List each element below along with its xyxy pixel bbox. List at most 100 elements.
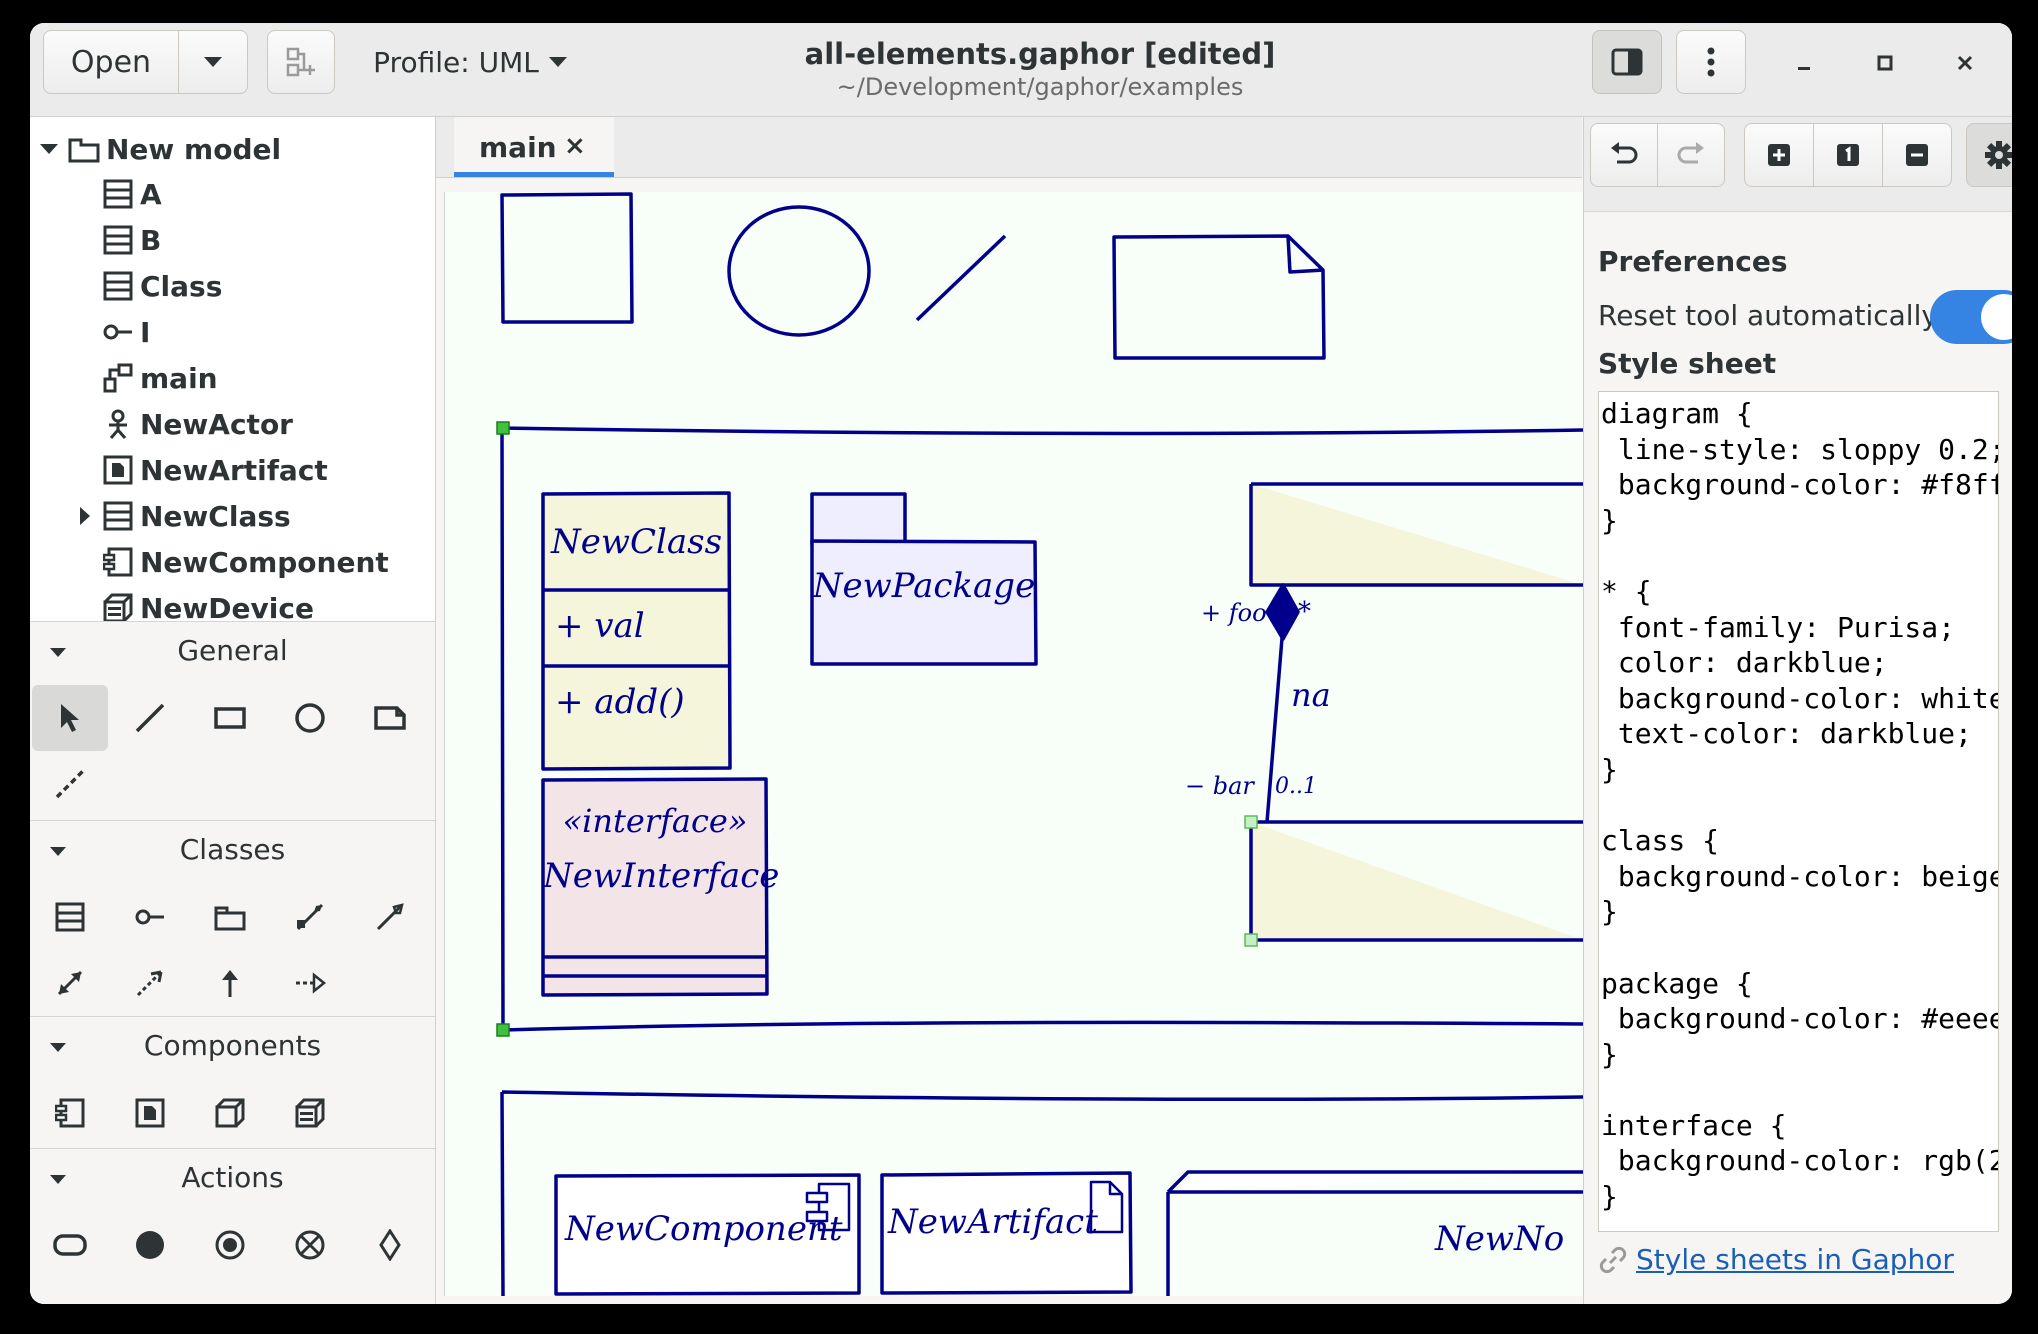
tool-artifact[interactable] [112, 1080, 188, 1146]
tool-node[interactable] [192, 1080, 268, 1146]
tool-generalization[interactable] [32, 950, 108, 1016]
toolbox-section-components[interactable]: Components [30, 1016, 435, 1079]
tree-item-a[interactable]: A [102, 172, 162, 216]
tool-realization[interactable] [272, 950, 348, 1016]
tree-item-label: NewComponent [140, 545, 389, 579]
tree-item-newartifact[interactable]: NewArtifact [102, 448, 328, 492]
maximize-button[interactable] [1865, 43, 1905, 83]
tree-item-newclass[interactable]: NewClass [80, 494, 291, 538]
container-shape-bottom[interactable] [500, 1090, 1583, 1296]
stylesheet-help-link[interactable]: Style sheets in Gaphor [1598, 1243, 1954, 1276]
tool-component[interactable] [32, 1080, 108, 1146]
window-title: all-elements.gaphor [edited] [804, 37, 1276, 71]
tool-inheritance[interactable] [192, 950, 268, 1016]
toolbox-section-actions[interactable]: Actions [30, 1148, 435, 1211]
tool-device[interactable] [272, 1080, 348, 1146]
tool-ellipse[interactable] [272, 685, 348, 751]
chevron-down-icon [50, 1043, 66, 1052]
line-shape[interactable] [915, 234, 1007, 322]
redo-icon [1677, 142, 1704, 164]
class-icon [102, 178, 134, 210]
open-recent-dropdown-button[interactable] [178, 30, 248, 94]
stylesheet-text[interactable]: diagram { line-style: sloppy 0.2; backgr… [1601, 397, 1999, 1214]
diagram-area: main × [436, 117, 1583, 1304]
package-shape-newpackage[interactable] [810, 539, 1038, 666]
diagram-icon [102, 362, 134, 394]
tree-item-newcomponent[interactable]: NewComponent [102, 540, 389, 584]
tool-package[interactable] [192, 884, 268, 950]
tool-pointer[interactable] [32, 685, 108, 751]
box-shape[interactable] [500, 192, 634, 324]
main-menu-button[interactable] [1676, 30, 1746, 94]
tool-flow-final[interactable] [272, 1212, 348, 1278]
line-icon [135, 703, 165, 733]
tree-item-label: NewDevice [140, 591, 314, 625]
toggle-editor-panel-button[interactable] [1592, 30, 1662, 94]
ellipse-shape[interactable] [727, 205, 871, 337]
tree-item-newactor[interactable]: NewActor [102, 402, 293, 446]
preferences-button[interactable] [1966, 123, 2012, 187]
interface-shape-newinterface[interactable] [541, 777, 769, 997]
tool-comment-line[interactable] [32, 751, 108, 817]
association-line[interactable] [1265, 625, 1285, 823]
maximize-icon [1877, 55, 1893, 71]
resize-handle[interactable] [496, 421, 510, 435]
comment-icon [374, 706, 406, 730]
zoom-in-icon [1768, 144, 1790, 166]
model-browser: New model A B Class I main [30, 117, 435, 625]
new-diagram-button[interactable] [267, 30, 335, 94]
reset-tool-switch[interactable] [1930, 290, 2012, 344]
tool-dependency[interactable] [112, 950, 188, 1016]
component-icon [55, 1098, 85, 1128]
selected-container-shape[interactable] [500, 426, 1583, 1032]
toolbox-section-classes[interactable]: Classes [30, 820, 435, 883]
association-mult-bar: 0..1 [1275, 774, 1317, 799]
minimize-button[interactable] [1784, 43, 1824, 83]
undo-button[interactable] [1590, 123, 1658, 187]
zoom-out-button[interactable] [1882, 123, 1952, 187]
stylesheet-editor[interactable]: diagram { line-style: sloppy 0.2; backgr… [1598, 391, 1999, 1232]
redo-button[interactable] [1657, 123, 1725, 187]
close-tab-icon[interactable]: × [564, 131, 586, 161]
tool-line[interactable] [112, 685, 188, 751]
class-shape-b[interactable] [1249, 820, 1583, 942]
class-shape-a[interactable] [1249, 482, 1583, 587]
comment-shape[interactable] [1112, 234, 1326, 360]
tree-item-label: New model [106, 132, 282, 166]
tool-initial-node[interactable] [112, 1212, 188, 1278]
node-shape[interactable] [1166, 1170, 1583, 1296]
tool-box[interactable] [192, 685, 268, 751]
tree-item-newdevice[interactable]: NewDevice [102, 586, 314, 630]
resize-handle[interactable] [1244, 815, 1258, 829]
artifact-shape[interactable] [880, 1171, 1133, 1295]
minimize-icon [1798, 67, 1810, 70]
tree-item-main[interactable]: main [102, 356, 218, 400]
class-shape-newclass[interactable] [541, 491, 732, 771]
stylesheet-heading: Style sheet [1598, 347, 1777, 380]
toolbox-section-general[interactable]: General [30, 621, 435, 684]
tool-comment[interactable] [352, 685, 428, 751]
tree-item-class[interactable]: Class [102, 264, 222, 308]
close-window-button[interactable] [1945, 43, 1985, 83]
resize-handle[interactable] [1244, 933, 1258, 947]
tool-final-node[interactable] [192, 1212, 268, 1278]
profile-menu-button[interactable]: Profile: UML [360, 30, 580, 94]
tree-item-label: B [140, 223, 162, 257]
tool-decision[interactable] [352, 1212, 428, 1278]
tree-item-new-model[interactable]: New model [40, 127, 281, 171]
tool-action[interactable] [32, 1212, 108, 1278]
tool-class[interactable] [32, 884, 108, 950]
resize-handle[interactable] [496, 1023, 510, 1037]
tool-interface[interactable] [112, 884, 188, 950]
tree-item-b[interactable]: B [102, 218, 161, 262]
tree-item-i[interactable]: I [102, 310, 150, 354]
tab-main[interactable]: main × [454, 117, 614, 177]
component-shape[interactable] [554, 1173, 861, 1296]
final-node-icon [215, 1230, 245, 1260]
open-button[interactable]: Open [43, 30, 179, 94]
zoom-in-button[interactable] [1744, 123, 1814, 187]
zoom-100-button[interactable] [1813, 123, 1883, 187]
diagram-canvas[interactable]: NewClass + val + add() NewPackage «inter… [444, 192, 1583, 1296]
tool-shared-association[interactable] [352, 884, 428, 950]
tool-association[interactable] [272, 884, 348, 950]
